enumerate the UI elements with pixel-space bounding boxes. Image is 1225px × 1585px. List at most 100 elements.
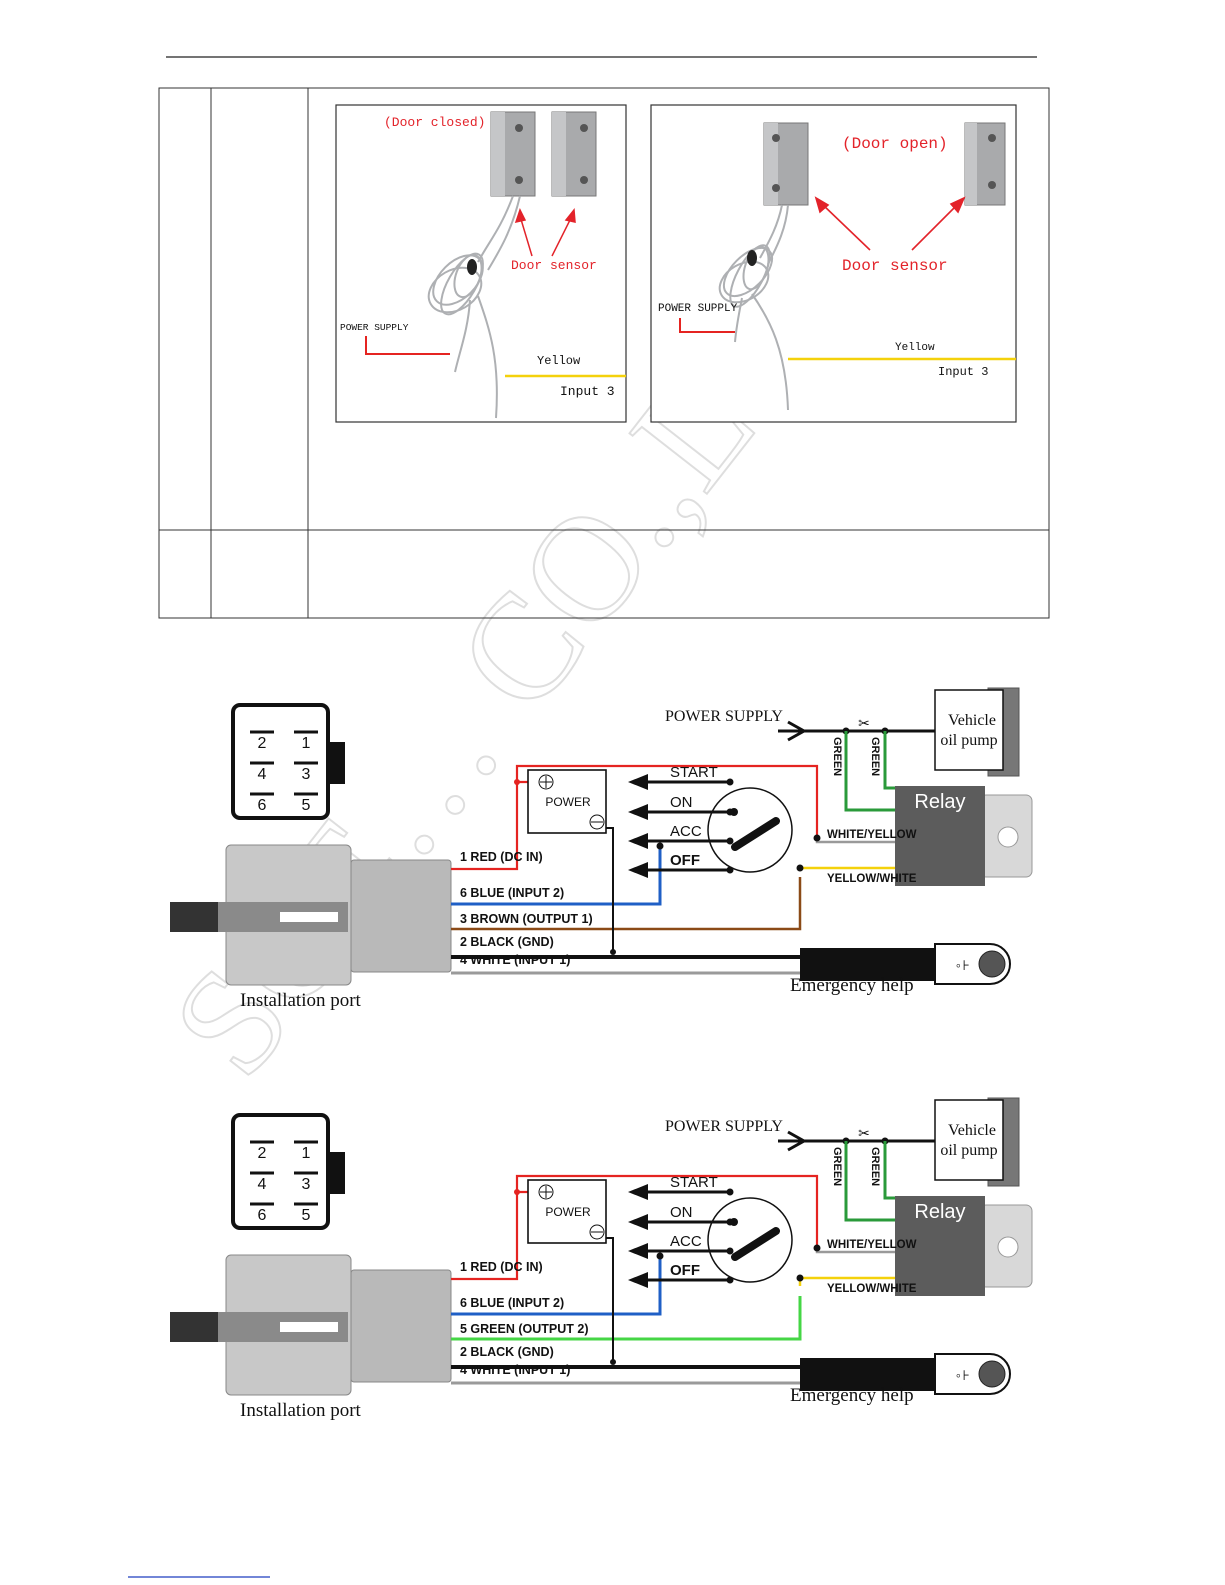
port-slot-icon	[280, 1322, 338, 1332]
door-open-arrows	[814, 196, 966, 251]
ignition-position-label: START	[670, 1174, 718, 1191]
door-open-sensor-label: Door sensor	[842, 257, 948, 275]
connector-pin-number: 2	[258, 735, 267, 752]
connector-pin-number: 3	[302, 766, 311, 783]
installation-port-plug-icon	[350, 1269, 452, 1383]
ignition-contact-dot	[726, 866, 734, 874]
door-closed-power-line	[365, 336, 450, 355]
ignition-contact-dot	[726, 1276, 734, 1284]
installation-port-label: Installation port	[240, 990, 362, 1011]
junction-dot	[796, 1274, 804, 1282]
ignition-position-label: START	[670, 764, 718, 781]
wire-label: 4 WHITE (INPUT 1)	[460, 953, 570, 967]
door-closed-power-label: POWER SUPPLY	[340, 322, 409, 333]
connector-latch-icon	[328, 742, 345, 784]
wire-label: 3 BROWN (OUTPUT 1)	[460, 912, 593, 926]
ignition-arrow-icon	[628, 804, 648, 820]
emergency-switch-symbol-icon: ◦⊦	[954, 959, 970, 975]
ignition-position-label: ON	[670, 1204, 693, 1221]
sensor-cable-coil-icon	[718, 204, 789, 411]
ignition-key-icon	[731, 1227, 780, 1261]
sensor-cable-coil-icon	[427, 195, 521, 419]
wire-black-power-return	[605, 1237, 614, 1362]
connector-pin-number: 6	[258, 1207, 267, 1224]
power-supply-arrow-icon	[787, 720, 808, 742]
wire-black-power-return	[605, 827, 614, 952]
door-closed-sensor-label: Door sensor	[511, 258, 597, 273]
ignition-switch-icon	[707, 1197, 793, 1283]
scissors-cut-icon: ✂	[858, 715, 870, 731]
wire-blue	[451, 1256, 662, 1316]
installation-port-label: Installation port	[240, 1400, 362, 1421]
relay-body-icon	[895, 786, 985, 886]
green-label-left: GREEN	[831, 737, 843, 776]
emergency-cable-icon	[800, 948, 938, 981]
ignition-arrow-icon	[628, 1272, 648, 1288]
port-slot-icon	[280, 912, 338, 922]
relay-label: Relay	[914, 791, 965, 813]
door-closed-state-label: (Door closed)	[384, 115, 485, 130]
power-box-label: POWER	[545, 795, 591, 809]
wire-red	[451, 1174, 819, 1281]
wire-label: 1 RED (DC IN)	[460, 850, 543, 864]
connector-pin-number: 6	[258, 797, 267, 814]
junction-dot	[796, 864, 804, 872]
door-open-photo: (Door open) Door sensor POWER SUPPLY Yel…	[650, 104, 1017, 423]
ignition-position-label: ACC	[670, 823, 702, 840]
connector-pin-number: 3	[302, 1176, 311, 1193]
wire-label: 4 WHITE (INPUT 1)	[460, 1363, 570, 1377]
ignition-arrow-icon	[628, 1214, 648, 1230]
wire-lightgreen	[451, 1296, 802, 1341]
door-closed-input-label: Input 3	[560, 384, 615, 399]
wire-label: 2 BLACK (GND)	[460, 1345, 554, 1359]
junction-dot	[813, 834, 821, 842]
junction-dot	[514, 779, 520, 785]
power-supply-label: POWER SUPPLY	[665, 1118, 783, 1135]
door-open-input-label: Input 3	[938, 365, 988, 379]
junction-dot	[656, 1252, 664, 1260]
ignition-contact-dot	[726, 808, 734, 816]
connector-pin-number: 5	[302, 1207, 311, 1224]
relay-body-icon	[895, 1196, 985, 1296]
wire-green-relay-b	[883, 1141, 895, 1200]
oil-pump-box	[934, 1099, 1004, 1181]
ignition-arrow-icon	[628, 1184, 648, 1200]
oil-pump-label-line-1: Vehicle	[948, 712, 996, 729]
relay-wire-label: WHITE/YELLOW	[827, 829, 917, 841]
relay-mount-hole-icon	[997, 1236, 1019, 1258]
wire-blue	[451, 846, 662, 906]
power-box-label: POWER	[545, 1205, 591, 1219]
wire-brown	[451, 877, 802, 931]
scissors-cut-icon: ✂	[858, 1125, 870, 1141]
ignition-key-icon	[731, 817, 780, 851]
junction-dot	[514, 1189, 520, 1195]
ignition-contact-dot	[726, 778, 734, 786]
connector-pin-number: 2	[258, 1145, 267, 1162]
oil-pump-label-line-2: oil pump	[940, 1142, 997, 1159]
ignition-arrow-icon	[628, 774, 648, 790]
ignition-position-label: OFF	[670, 1262, 700, 1279]
door-magnet-block-icon	[964, 122, 1006, 206]
connector-pin-number: 1	[302, 735, 311, 752]
wire-label: 2 BLACK (GND)	[460, 935, 554, 949]
wire-label: 6 BLUE (INPUT 2)	[460, 886, 564, 900]
green-label-right: GREEN	[869, 1147, 881, 1186]
wire-label: 1 RED (DC IN)	[460, 1260, 543, 1274]
ignition-position-label: OFF	[670, 852, 700, 869]
door-open-yellow-label: Yellow	[895, 342, 935, 354]
ignition-arrow-icon	[628, 1243, 648, 1259]
junction-dot	[610, 1359, 616, 1365]
door-sensor-block-icon	[490, 111, 536, 197]
ignition-contact-dot	[726, 1188, 734, 1196]
emergency-help-label: Emergency help	[790, 1385, 914, 1406]
door-open-power-label: POWER SUPPLY	[658, 303, 738, 315]
wire-green-relay-a	[844, 1141, 895, 1222]
junction-dot	[813, 1244, 821, 1252]
ignition-contact-dot	[726, 1218, 734, 1226]
connector-pin-number: 1	[302, 1145, 311, 1162]
oil-pump-box	[934, 689, 1004, 771]
door-magnet-block-icon	[551, 111, 597, 197]
relay-wire-label: YELLOW/WHITE	[827, 873, 917, 885]
